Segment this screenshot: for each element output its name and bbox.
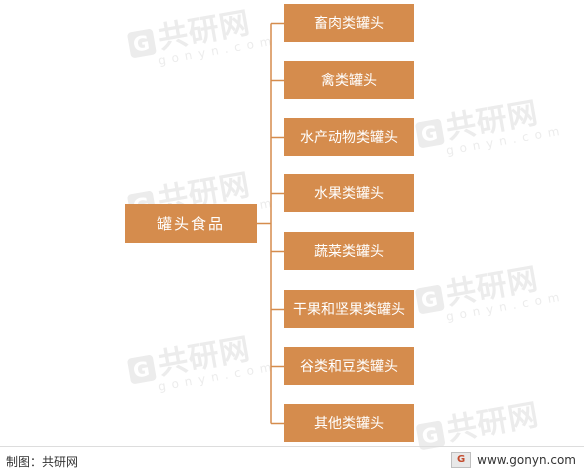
child-node-label: 水果类罐头 (314, 186, 384, 202)
child-node-label: 其他类罐头 (314, 416, 384, 432)
child-node-label: 蔬菜类罐头 (314, 244, 384, 260)
root-node-label: 罐头食品 (156, 215, 225, 233)
child-node: 谷类和豆类罐头 (284, 347, 414, 385)
footer-site-url: www.gonyn.com (477, 453, 576, 467)
child-node: 畜肉类罐头 (284, 4, 414, 42)
footer-divider (0, 446, 584, 447)
child-node-label: 水产动物类罐头 (300, 130, 398, 146)
brand-logo-icon: G (451, 452, 472, 468)
child-node-label: 禽类罐头 (321, 73, 377, 89)
child-node: 禽类罐头 (284, 61, 414, 99)
root-node: 罐头食品 (125, 204, 257, 243)
child-node: 水果类罐头 (284, 174, 414, 212)
footer-brand: G www.gonyn.com (451, 452, 576, 468)
source-credit: 制图：共研网 (6, 455, 79, 469)
child-node: 水产动物类罐头 (284, 118, 414, 156)
child-node-label: 干果和坚果类罐头 (293, 302, 405, 318)
child-node: 蔬菜类罐头 (284, 232, 414, 270)
child-node: 干果和坚果类罐头 (284, 290, 414, 328)
child-node: 其他类罐头 (284, 404, 414, 442)
child-node-label: 谷类和豆类罐头 (300, 359, 398, 375)
child-node-label: 畜肉类罐头 (314, 16, 384, 32)
